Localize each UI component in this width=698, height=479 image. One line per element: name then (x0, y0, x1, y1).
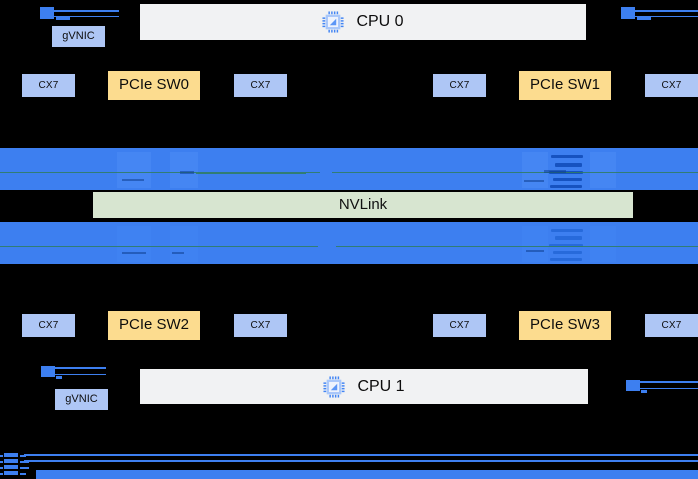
link-line-lower-1 (336, 246, 698, 247)
nvlink-bar[interactable]: NVLink (93, 192, 633, 218)
fabric-link-line-2 (36, 470, 698, 479)
link-line-upper-4 (544, 170, 566, 173)
cpu-label-1: CPU 1 (357, 377, 405, 395)
gvnic-box-0[interactable]: gVNIC (52, 26, 105, 47)
nic-port-icon (41, 366, 55, 377)
nic-port-icon-tail (641, 390, 647, 393)
gvnic-wire-bottom-right (634, 381, 698, 383)
nic-port-icon (621, 7, 635, 19)
link-line-lower-0 (0, 246, 318, 247)
gpu-ghost-lower-a (117, 226, 151, 262)
cx7-box-5[interactable]: CX7 (234, 314, 287, 337)
pcie-switch-box-1[interactable]: PCIe SW1 (519, 71, 611, 100)
pcie-switch-box-3[interactable]: PCIe SW3 (519, 311, 611, 340)
cpu-chip-icon (323, 375, 345, 398)
gpu-ghost-upper-c (522, 152, 548, 188)
gvnic-wire-top-left (44, 10, 119, 12)
fabric-link-line-1 (24, 460, 698, 462)
gpu-ghost-upper-d (590, 152, 616, 188)
link-line-upper-1 (196, 173, 306, 174)
fabric-link-line-0 (24, 454, 698, 456)
pcie-switch-box-2[interactable]: PCIe SW2 (108, 311, 200, 340)
cx7-box-1[interactable]: CX7 (234, 74, 287, 97)
gpu-ghost-lower-c (522, 226, 548, 262)
nic-port-icon-tail (56, 17, 70, 20)
link-line-lower-4 (526, 250, 544, 252)
nic-port-icon (40, 7, 54, 19)
link-line-upper-6 (524, 180, 544, 182)
cpu-label-0: CPU 0 (356, 13, 404, 31)
cx7-box-4[interactable]: CX7 (22, 314, 75, 337)
cx7-box-7[interactable]: CX7 (645, 314, 698, 337)
gvnic-wire-bottom-left (48, 367, 106, 369)
gvnic-wire-top-left-2 (44, 16, 119, 17)
nic-port-icon-tail (637, 17, 651, 20)
link-line-lower-3 (172, 252, 184, 254)
gvnic-wire-top-right (625, 10, 698, 12)
gpu-ghost-upper-b (170, 152, 198, 188)
gpu-ghost-upper-a (117, 152, 151, 188)
nic-port-icon-tail (56, 376, 62, 379)
cx7-box-2[interactable]: CX7 (433, 74, 486, 97)
gvnic-wire-bottom-right-2 (634, 388, 698, 389)
link-line-upper-2 (332, 172, 698, 173)
cpu-chip-icon (322, 11, 344, 33)
gpu-ghost-lower-d (590, 226, 616, 262)
cx7-box-3[interactable]: CX7 (645, 74, 698, 97)
link-line-upper-0 (0, 172, 320, 173)
gpu-card-icon-lower (548, 226, 586, 264)
link-line-upper-3 (180, 171, 194, 174)
network-switch-icon (0, 452, 34, 479)
cx7-box-0[interactable]: CX7 (22, 74, 75, 97)
pcie-switch-box-0[interactable]: PCIe SW0 (108, 71, 200, 100)
gpu-ghost-lower-b (170, 226, 198, 262)
cpu-box-0[interactable]: CPU 0 (140, 4, 586, 40)
gvnic-box-2[interactable]: gVNIC (55, 389, 108, 410)
gvnic-wire-bottom-left-2 (48, 374, 106, 375)
nic-port-icon (626, 380, 640, 391)
link-line-lower-2 (122, 252, 146, 254)
link-line-upper-5 (122, 179, 144, 181)
gvnic-wire-top-right-2 (625, 16, 698, 17)
cx7-box-6[interactable]: CX7 (433, 314, 486, 337)
cpu-box-1[interactable]: CPU 1 (140, 369, 588, 404)
